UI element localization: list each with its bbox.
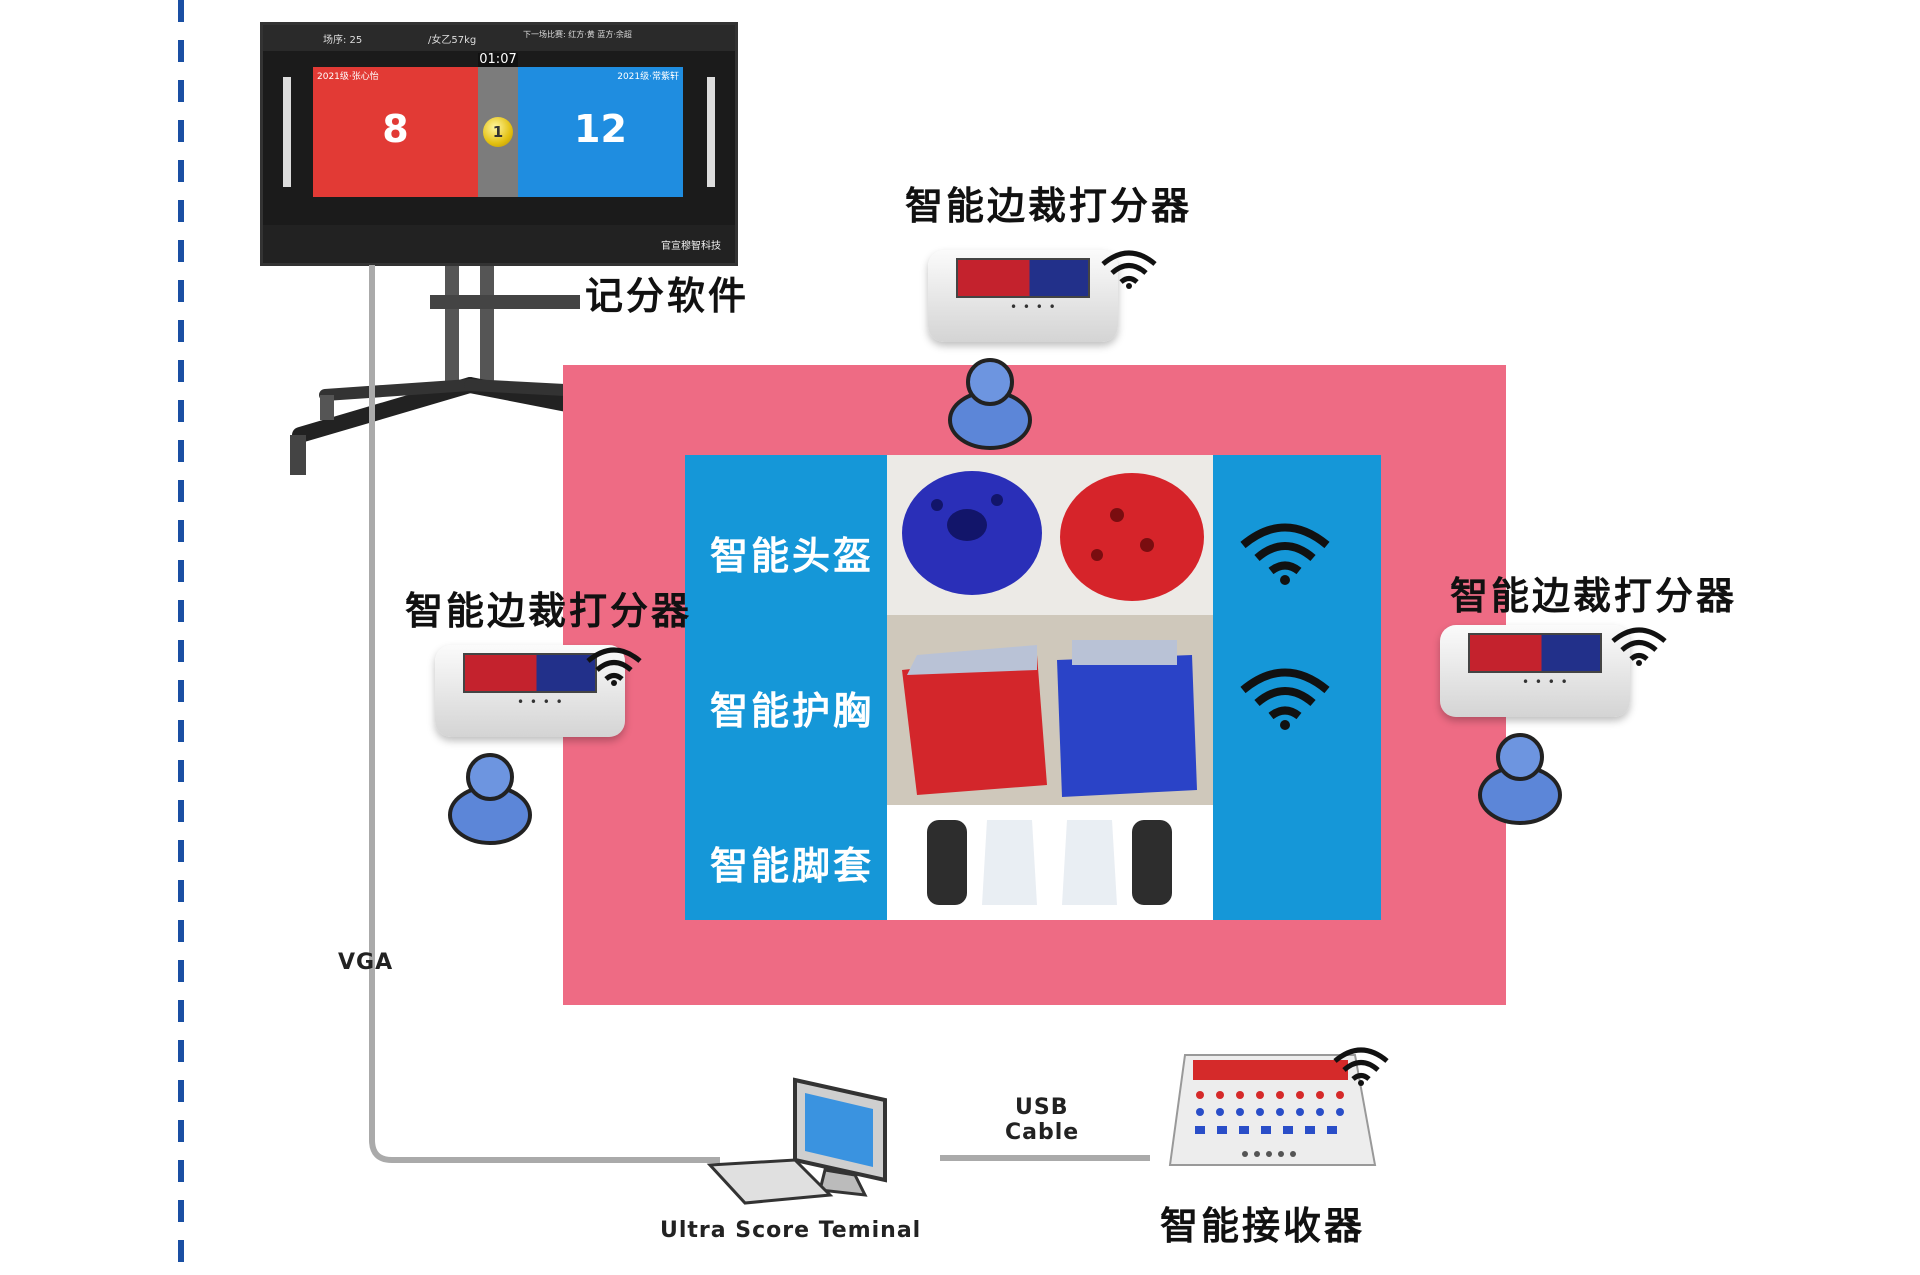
smart-helmet-label: 智能头盔 — [710, 534, 875, 578]
dashed-divider — [178, 0, 184, 1275]
red-score: 8 — [382, 107, 409, 151]
wifi-icon — [1101, 250, 1157, 289]
cable-label: Cable — [1005, 1120, 1080, 1145]
blue-score-panel: 2021级·常紫轩 12 — [518, 67, 683, 197]
person-icon — [448, 753, 532, 845]
judge-scorer-left: • • • • — [435, 645, 625, 737]
brand-text: 官宣穆智科技 — [661, 241, 721, 252]
chest-protector-photo — [887, 615, 1213, 805]
scoring-software-label: 记分软件 — [585, 274, 750, 318]
weight-class: /女乙57kg — [428, 35, 477, 46]
wifi-icon — [1611, 627, 1667, 666]
scoreboard-footer: 官宣穆智科技 — [263, 225, 735, 263]
equipment-photos — [887, 455, 1213, 920]
receiver-label: 智能接收器 — [1160, 1204, 1366, 1248]
judge-scorer-right-label: 智能边裁打分器 — [1450, 574, 1738, 618]
red-athlete-name: 2021级·张心怡 — [317, 72, 379, 82]
match-timer: 01:07 — [478, 52, 518, 67]
smart-chest-label: 智能护胸 — [710, 689, 875, 733]
blue-score: 12 — [574, 107, 627, 151]
judge-scorer-top-label: 智能边裁打分器 — [905, 184, 1193, 228]
person-icon — [948, 358, 1032, 450]
wifi-icon — [1240, 668, 1330, 730]
judge-scorer-right: • • • • — [1440, 625, 1630, 717]
judge-scorer-left-label: 智能边裁打分器 — [405, 589, 693, 633]
judge-scorer-top: • • • • — [928, 250, 1118, 342]
smart-foot-label: 智能脚套 — [710, 844, 875, 888]
equipment-label-panel — [685, 455, 887, 920]
keyboard-icon — [706, 1158, 834, 1205]
wifi-icon — [586, 647, 642, 686]
wifi-icon — [1240, 523, 1330, 585]
red-gauge — [283, 77, 291, 187]
round-indicator: 1 — [483, 117, 513, 147]
scoreboard-monitor: 场序: 25 /女乙57kg 下一场比赛: 红方·黄 蓝方·余超 01:07 2… — [260, 22, 738, 266]
receiver-device — [1168, 1054, 1377, 1166]
person-icon — [1478, 733, 1562, 825]
blue-athlete-name: 2021级·常紫轩 — [617, 72, 679, 82]
helmet-photo — [887, 455, 1213, 615]
red-score-panel: 2021级·张心怡 8 — [313, 67, 478, 197]
terminal-label: Ultra Score Teminal — [660, 1218, 922, 1243]
vga-label: VGA — [338, 950, 394, 975]
wifi-icon — [1333, 1047, 1389, 1086]
next-match-note: 下一场比赛: 红方·黄 蓝方·余超 — [523, 30, 632, 39]
monitor-icon — [793, 1077, 887, 1197]
scoreboard-header: 场序: 25 /女乙57kg 下一场比赛: 红方·黄 蓝方·余超 — [263, 25, 735, 51]
usb-label: USB — [1015, 1095, 1069, 1120]
foot-protector-photo — [887, 805, 1213, 920]
blue-gauge — [707, 77, 715, 187]
match-order: 场序: 25 — [323, 35, 363, 46]
